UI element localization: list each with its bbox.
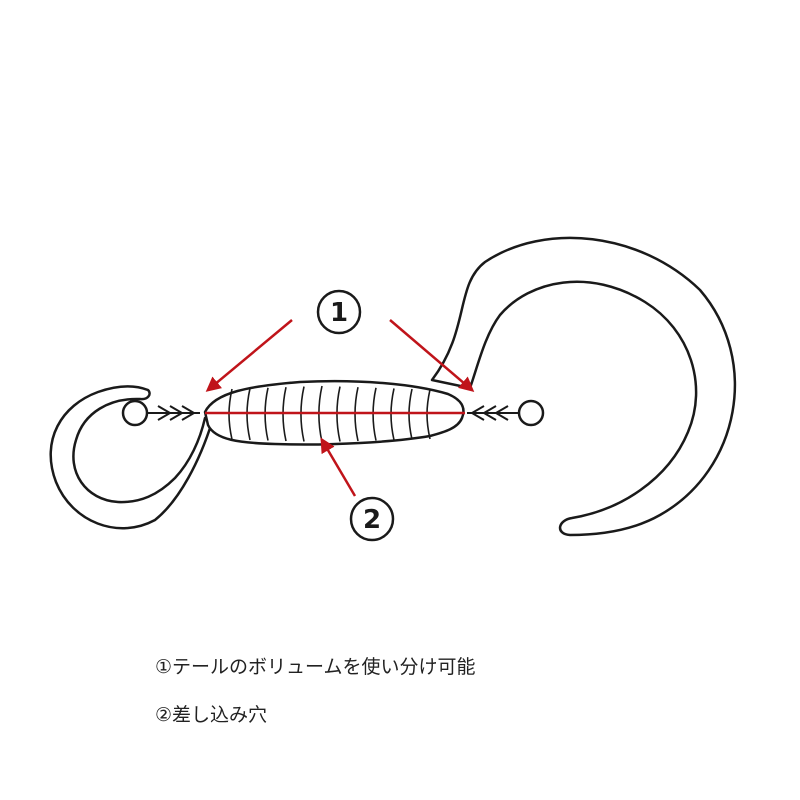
callout-2-number: 2 [363, 505, 381, 535]
left-pin-ring [121, 399, 149, 427]
callout-1-number: 1 [330, 298, 348, 328]
right-pin-ring [517, 399, 545, 427]
body-segment-rib [426, 389, 431, 440]
arrow-2 [320, 437, 357, 497]
right-insert-pin [467, 399, 545, 427]
callout-2: 2 [349, 496, 395, 542]
callout-1: 1 [316, 289, 362, 335]
arrow-1-right [389, 319, 475, 392]
arrow-1-left [205, 319, 293, 392]
small-curly-tail [49, 385, 214, 530]
caption-insert-hole: ②差し込み穴 [155, 704, 268, 726]
caption-tail-volume: ①テールのボリュームを使い分け可能 [155, 656, 476, 678]
large-curly-tail [430, 236, 737, 537]
left-insert-pin [121, 399, 200, 427]
